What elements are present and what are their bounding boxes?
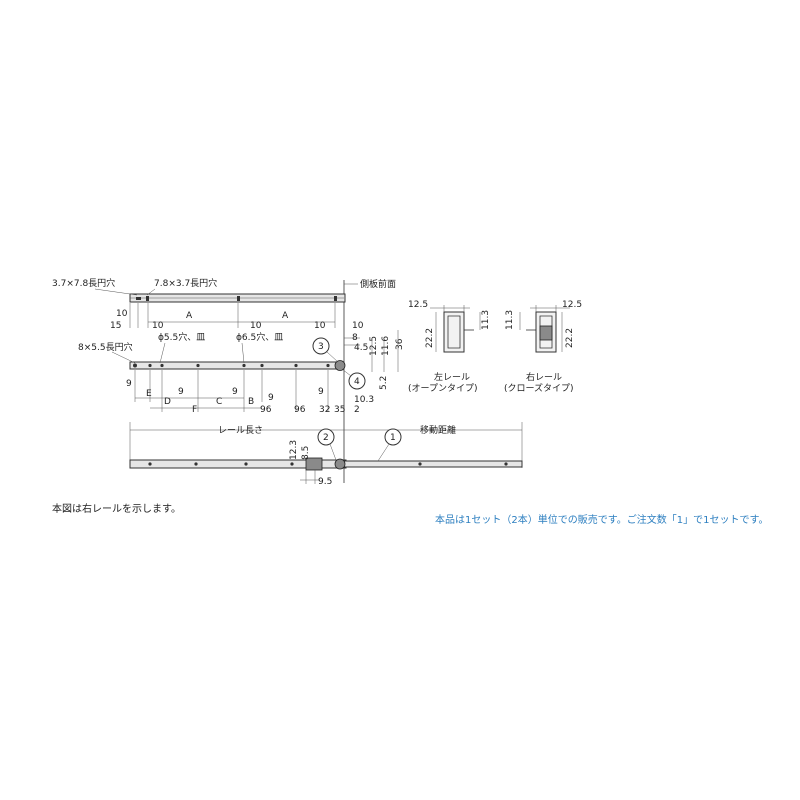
middle-rail-hole xyxy=(260,363,264,368)
hole-label-65: ϕ6.5穴、皿 xyxy=(236,331,283,343)
callout-2-leader xyxy=(329,443,337,461)
note-left: 本図は右レールを示します。 xyxy=(52,502,181,515)
dim-8-5: 8.5 xyxy=(301,446,311,460)
left-rail-type: (オープンタイプ) xyxy=(408,383,477,394)
dim-9-5: 9.5 xyxy=(318,477,332,487)
dim-12-3: 12.3 xyxy=(289,440,299,460)
callout-3 xyxy=(312,337,330,355)
dim-9-5: 9 xyxy=(318,387,324,397)
dim-9-3: 9 xyxy=(232,387,238,397)
dim-A-1: A xyxy=(186,311,193,321)
right-rail-profile xyxy=(519,305,570,353)
callout-2 xyxy=(317,428,335,446)
slot-leader-b xyxy=(146,288,156,296)
slot-label-b: 7.8×3.7長円穴 xyxy=(154,277,217,289)
slot-label-a: 3.7×7.8長円穴 xyxy=(52,277,115,289)
dim-B: B xyxy=(248,397,254,407)
dim-10-2: 10 xyxy=(152,321,164,331)
right-profile-12-5: 12.5 xyxy=(562,300,582,310)
top-rail-slot-2 xyxy=(146,296,149,301)
right-rail-type: (クローズタイプ) xyxy=(504,382,574,394)
callout-1-leader xyxy=(377,443,390,462)
dim-96-2: 96 xyxy=(294,405,306,415)
left-profile-inner xyxy=(447,315,461,349)
dim-10-4: 10 xyxy=(314,321,326,331)
dim-4-5: 4.5 xyxy=(354,343,368,353)
middle-rail-hole xyxy=(196,363,200,368)
bottom-rail-hole xyxy=(194,462,198,466)
hole-leader-55 xyxy=(159,342,166,364)
dim-15: 15 xyxy=(110,321,121,331)
dim-2: 2 xyxy=(354,405,360,415)
middle-rail-hole xyxy=(148,363,152,368)
dim-32: 32 xyxy=(319,405,330,415)
note-right: 本品は1セット（2本）単位での販売です。ご注文数「1」で1セットです。 xyxy=(435,513,768,526)
left-profile-11-3: 11.3 xyxy=(481,310,491,330)
dim-10-5: 10 xyxy=(352,321,364,331)
dim-36: 36 xyxy=(395,338,405,350)
travel-label: 移動距離 xyxy=(420,424,456,436)
bottom-rail-lock xyxy=(305,457,323,471)
middle-rail-hole xyxy=(294,363,298,368)
dim-F: F xyxy=(192,405,197,415)
callout-1 xyxy=(384,428,402,446)
dim-8: 8 xyxy=(352,333,358,343)
right-profile-22-2: 22.2 xyxy=(565,328,575,348)
dim-9-4: 9 xyxy=(268,393,274,403)
callout-2-label: 2 xyxy=(323,433,329,443)
bottom-rail-inner xyxy=(339,460,523,468)
left-rail-label: 左レール xyxy=(434,371,470,383)
left-profile-12-5: 12.5 xyxy=(408,300,428,310)
callout-4-leader xyxy=(341,368,352,377)
middle-rail-hole xyxy=(326,363,330,368)
bottom-rail-hole xyxy=(290,462,294,466)
rail-length-label: レール長さ xyxy=(218,425,263,436)
slot-leader-c xyxy=(111,351,136,364)
callout-3-leader xyxy=(326,351,339,363)
dim-11-6: 11.6 xyxy=(381,336,391,356)
dim-35: 35 xyxy=(334,405,345,415)
middle-rail-hole xyxy=(242,363,246,368)
callout-4-label: 4 xyxy=(354,377,360,387)
bottom-rail-hole xyxy=(418,462,422,466)
dim-10-3: 10 xyxy=(250,321,262,331)
dim-E: E xyxy=(146,389,152,399)
middle-rail-hole xyxy=(133,363,137,368)
left-profile-22-2: 22.2 xyxy=(425,328,435,348)
bottom-rail-roller xyxy=(334,458,346,470)
callout-4 xyxy=(348,372,366,390)
right-profile-11-3: 11.3 xyxy=(505,310,515,330)
middle-rail-hole xyxy=(160,363,164,368)
callout-1-label: 1 xyxy=(390,433,396,443)
dim-96-1: 96 xyxy=(260,405,272,415)
right-profile-core xyxy=(539,325,553,341)
hole-label-55: ϕ5.5穴、皿 xyxy=(158,331,205,343)
top-rail-slot-4 xyxy=(334,296,337,301)
slot-label-c: 8×5.5長円穴 xyxy=(78,341,133,353)
right-rail-label: 右レール xyxy=(526,371,562,383)
dim-A-2: A xyxy=(282,311,289,321)
bottom-rail-hole xyxy=(244,462,248,466)
callout-3-label: 3 xyxy=(318,342,324,352)
left-rail-profile xyxy=(430,305,481,353)
dim-5-2: 5.2 xyxy=(379,376,389,390)
dim-10-3-r: 10.3 xyxy=(354,395,374,405)
dim-9-2: 9 xyxy=(178,387,184,397)
dim-D: D xyxy=(164,397,171,407)
hole-leader-65 xyxy=(241,342,245,364)
middle-rail-roller xyxy=(334,360,346,371)
dim-12-5-v: 12.5 xyxy=(369,336,379,356)
bottom-rail-hole xyxy=(148,462,152,466)
side-panel-label: 側板前面 xyxy=(360,278,396,290)
top-rail-slot-1 xyxy=(136,297,141,300)
bottom-rail-hole xyxy=(504,462,508,466)
dim-9-1: 9 xyxy=(126,379,132,389)
slot-leader-a xyxy=(94,288,138,296)
top-rail-slot-3 xyxy=(237,296,240,301)
dim-10-1: 10 xyxy=(116,309,128,319)
left-profile-body xyxy=(443,311,465,353)
dim-C: C xyxy=(216,397,222,407)
